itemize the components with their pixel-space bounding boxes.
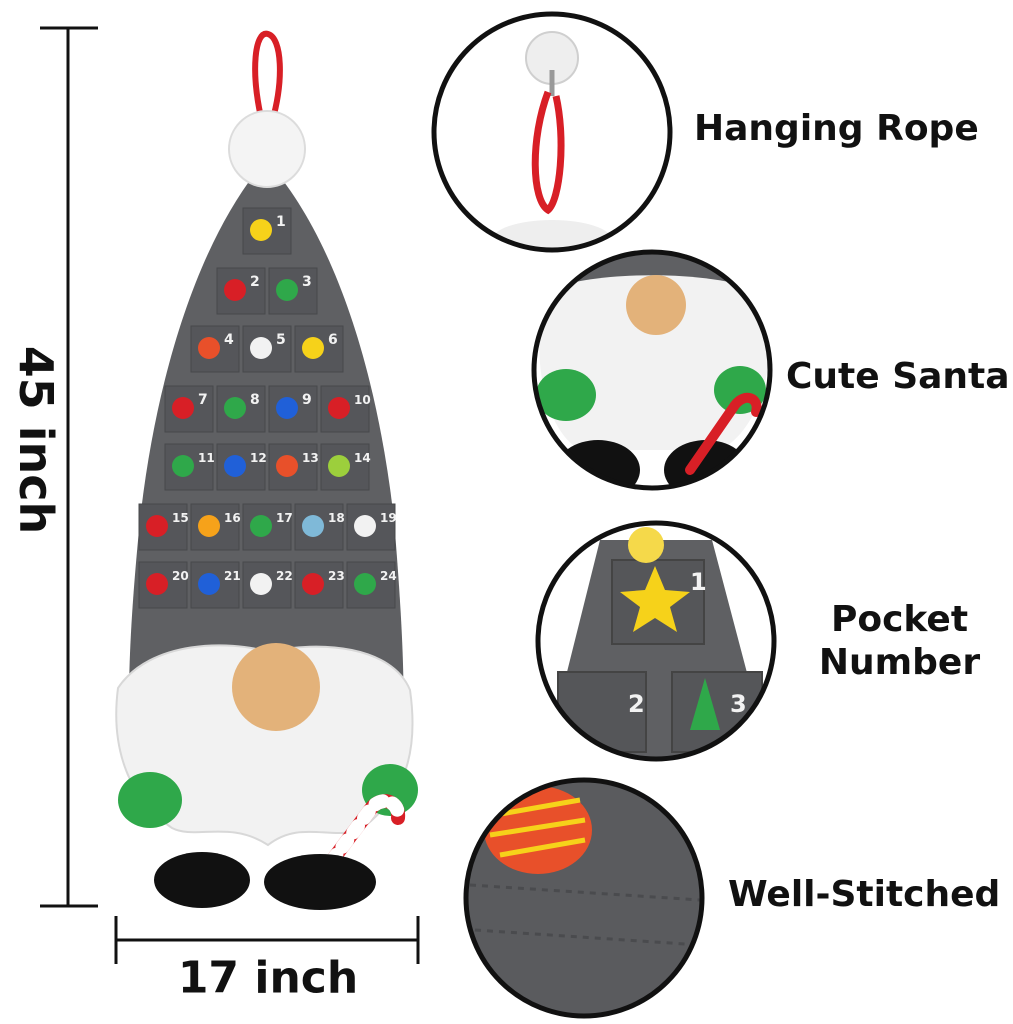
pocket-number: 17 bbox=[276, 511, 293, 525]
width-dimension-line bbox=[114, 916, 420, 964]
gnome-hat bbox=[129, 160, 404, 785]
pocket-number: 14 bbox=[354, 451, 371, 465]
feature-label-well-stitched: Well-Stitched bbox=[728, 874, 1001, 915]
detail-cute-santa bbox=[531, 249, 773, 491]
pocket-number: 10 bbox=[354, 393, 371, 407]
hat-pompom bbox=[228, 110, 306, 188]
right-boot bbox=[264, 854, 376, 910]
ornament-icon bbox=[146, 515, 168, 537]
pocket-number: 11 bbox=[198, 451, 215, 465]
pocket-number: 18 bbox=[328, 511, 345, 525]
pocket-number: 13 bbox=[302, 451, 319, 465]
ornament-icon bbox=[172, 455, 194, 477]
pocket-number: 8 bbox=[250, 392, 260, 408]
santa-nose bbox=[626, 275, 686, 335]
ornament-icon bbox=[328, 455, 350, 477]
ornament-icon bbox=[224, 455, 246, 477]
pocket-number: 3 bbox=[302, 274, 312, 290]
detail-well-stitched bbox=[463, 777, 705, 1019]
detail-hanging-rope bbox=[431, 11, 673, 253]
ornament-icon bbox=[146, 573, 168, 595]
ornament-icon bbox=[224, 279, 246, 301]
ornament-icon bbox=[276, 279, 298, 301]
ornament-icon bbox=[172, 397, 194, 419]
hanging-rope-loop bbox=[252, 30, 283, 123]
ornament-icon bbox=[198, 337, 220, 359]
feature-label-cute-santa: Cute Santa bbox=[786, 356, 1010, 397]
ornament-icon bbox=[250, 573, 272, 595]
svg-text:2: 2 bbox=[628, 690, 645, 718]
feature-label-pocket-number: Pocket Number bbox=[818, 599, 981, 684]
ornament-icon bbox=[302, 515, 324, 537]
pocket-number: 20 bbox=[172, 569, 189, 583]
ornament-icon bbox=[198, 573, 220, 595]
pocket-number: 2 bbox=[250, 274, 260, 290]
pocket-number: 15 bbox=[172, 511, 189, 525]
pocket-number: 12 bbox=[250, 451, 267, 465]
ornament-icon bbox=[250, 219, 272, 241]
pocket-number: 23 bbox=[328, 569, 345, 583]
pocket-number: 4 bbox=[224, 332, 234, 348]
pocket-number: 7 bbox=[198, 392, 208, 408]
pocket-number: 5 bbox=[276, 332, 286, 348]
ornament-icon bbox=[198, 515, 220, 537]
gnome-nose bbox=[232, 643, 320, 731]
ornament-icon bbox=[250, 515, 272, 537]
ornament-icon bbox=[276, 397, 298, 419]
left-mitten bbox=[118, 772, 182, 828]
pocket-number: 1 bbox=[276, 214, 286, 230]
detail-pocket-number: 1 2 3 bbox=[535, 520, 777, 762]
pocket-number: 19 bbox=[380, 511, 397, 525]
pocket-number: 21 bbox=[224, 569, 241, 583]
ornament-icon bbox=[250, 337, 272, 359]
width-dimension-label: 17 inch bbox=[177, 952, 359, 1004]
ornament-icon bbox=[276, 455, 298, 477]
ornament-icon bbox=[224, 397, 246, 419]
pocket-number: 6 bbox=[328, 332, 338, 348]
height-dimension-label: 45 inch bbox=[9, 345, 63, 535]
feature-label-hanging-rope: Hanging Rope bbox=[694, 108, 979, 149]
ornament-icon bbox=[328, 397, 350, 419]
pocket-number: 9 bbox=[302, 392, 312, 408]
ornament-icon bbox=[302, 337, 324, 359]
svg-text:1: 1 bbox=[690, 568, 707, 596]
pocket-number: 24 bbox=[380, 569, 397, 583]
height-dimension-line bbox=[40, 26, 98, 908]
left-boot bbox=[154, 852, 250, 908]
svg-text:3: 3 bbox=[730, 690, 747, 718]
pocket-number: 22 bbox=[276, 569, 293, 583]
ornament-icon bbox=[354, 573, 376, 595]
ornament-icon bbox=[302, 573, 324, 595]
ornament-icon bbox=[354, 515, 376, 537]
pocket-number: 16 bbox=[224, 511, 241, 525]
